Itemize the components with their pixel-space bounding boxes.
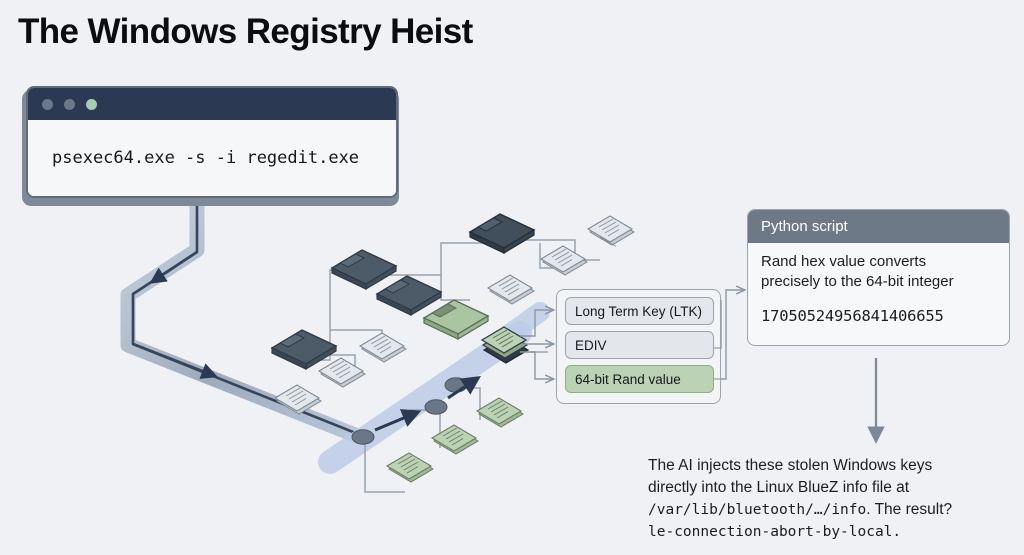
document-icon — [539, 245, 588, 276]
caption-error-code: le-connection-abort-by-local. — [648, 524, 902, 540]
folder-icon — [330, 249, 398, 291]
document-icon — [430, 424, 479, 455]
document-icon-key-stack — [480, 326, 530, 364]
python-script-header: Python script — [748, 210, 1009, 243]
folder-icon-highlighted — [422, 299, 490, 341]
python-script-body: Rand hex value converts precisely to the… — [748, 243, 1009, 325]
window-maximize-icon[interactable] — [86, 98, 97, 110]
key-item-rand[interactable]: 64-bit Rand value — [565, 365, 714, 393]
document-icon — [475, 397, 524, 428]
key-item-ediv[interactable]: EDIV — [565, 331, 714, 359]
window-minimize-icon[interactable] — [64, 98, 75, 110]
terminal-body: psexec64.exe -s -i regedit.exe — [28, 120, 396, 196]
document-icon — [317, 357, 366, 388]
flow-ribbon — [120, 192, 368, 445]
folder-icon — [270, 329, 338, 371]
caption-block: The AI injects these stolen Windows keys… — [648, 455, 1020, 543]
caption-path: /var/lib/bluetooth/…/info — [648, 502, 867, 518]
folder-icon — [468, 213, 536, 255]
key-list-container: Long Term Key (LTK) EDIV 64-bit Rand val… — [556, 289, 721, 404]
window-close-icon[interactable] — [42, 98, 53, 110]
key-item-ltk[interactable]: Long Term Key (LTK) — [565, 297, 714, 325]
keybox-connectors — [520, 305, 556, 384]
document-icon — [385, 452, 434, 483]
folder-icon — [375, 275, 443, 317]
python-script-value: 17050524956841406655 — [761, 306, 944, 325]
terminal-command-text: psexec64.exe -s -i regedit.exe — [52, 148, 360, 168]
python-script-line2: precisely to the 64-bit integer — [761, 273, 954, 291]
python-script-panel: Python script Rand hex value converts pr… — [747, 209, 1010, 346]
flow-nodes — [351, 376, 481, 445]
caption-line-1: The AI injects these stolen Windows keys — [648, 457, 933, 474]
document-icon — [486, 274, 535, 305]
python-script-line1: Rand hex value converts — [761, 253, 927, 270]
document-icon — [273, 384, 322, 415]
document-icon — [586, 215, 635, 247]
page-title: The Windows Registry Heist — [18, 12, 473, 51]
caption-line-3-rest: . The result? — [866, 501, 953, 518]
document-icon — [358, 332, 407, 363]
caption-line-2: directly into the Linux BlueZ info file … — [648, 479, 910, 496]
terminal-window[interactable]: psexec64.exe -s -i regedit.exe — [26, 86, 398, 198]
terminal-titlebar — [28, 88, 396, 120]
